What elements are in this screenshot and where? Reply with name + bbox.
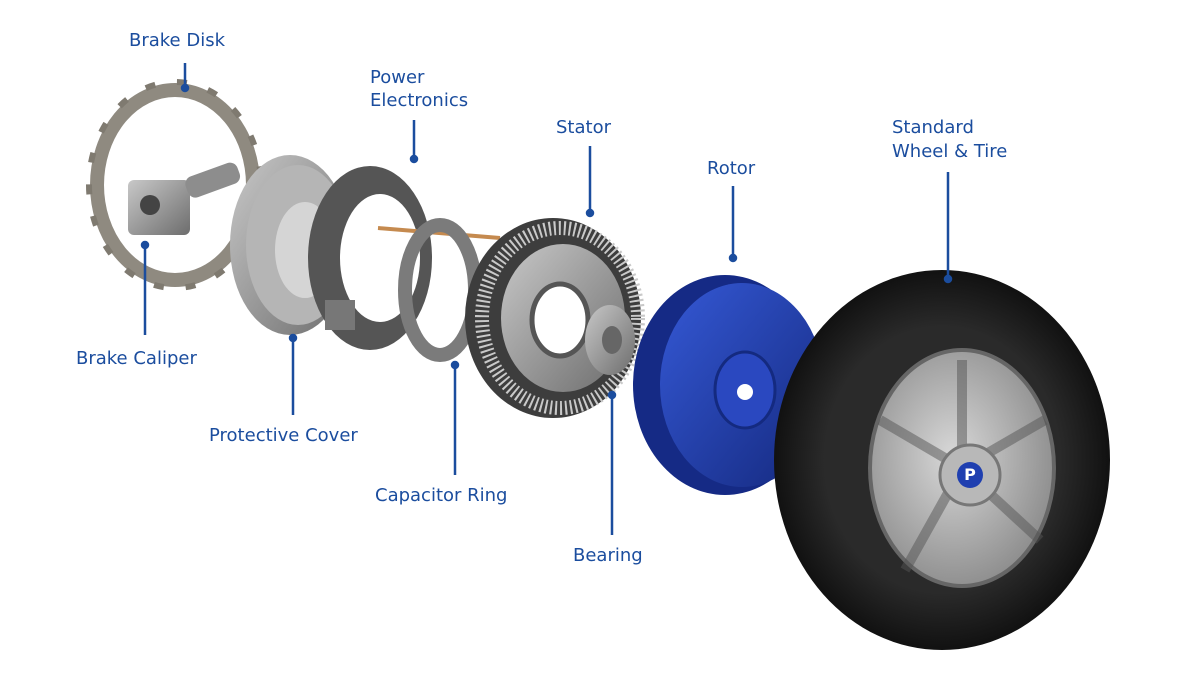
label-bearing: Bearing <box>573 545 643 566</box>
leader-lines <box>140 63 953 535</box>
label-rotor: Rotor <box>707 158 756 179</box>
wheel-logo: P <box>964 465 976 484</box>
label-power-electronics-line1: Power <box>370 67 425 88</box>
label-protective-cover: Protective Cover <box>209 425 358 446</box>
label-capacitor-ring: Capacitor Ring <box>375 485 508 506</box>
label-brake-caliper: Brake Caliper <box>76 348 197 369</box>
brake-caliper-part <box>128 162 241 235</box>
label-stator: Stator <box>556 117 611 138</box>
label-brake-disk: Brake Disk <box>129 30 226 51</box>
wheel-tire-part <box>774 270 1110 650</box>
label-wheel-line2: Wheel & Tire <box>892 141 1008 162</box>
bearing-part <box>585 305 635 375</box>
label-power-electronics-line2: Electronics <box>370 90 469 111</box>
label-wheel-line1: Standard <box>892 117 974 138</box>
